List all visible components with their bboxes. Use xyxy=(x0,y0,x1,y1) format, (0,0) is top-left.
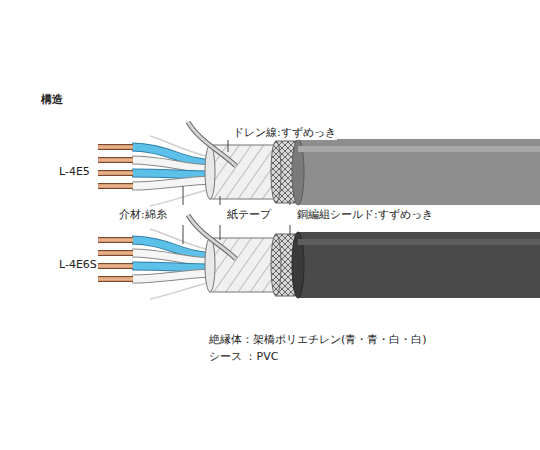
cable-model: L-4E5 xyxy=(58,165,91,179)
paper-tape-label: 紙テープ xyxy=(226,208,272,222)
sheath-note: シース ：PVC xyxy=(208,350,279,364)
drain-wire-label: ドレン線:すずめっき xyxy=(232,126,337,140)
section-heading: 構造 xyxy=(40,93,64,107)
insulation-note: 絶縁体：架橋ポリエチレン(青・青・白・白) xyxy=(208,333,428,347)
cable-model: L-4E6S xyxy=(58,258,98,272)
shield-label: 銅編組シールド:すずめっき xyxy=(296,208,434,222)
filler-label: 介材:綿糸 xyxy=(118,208,168,222)
